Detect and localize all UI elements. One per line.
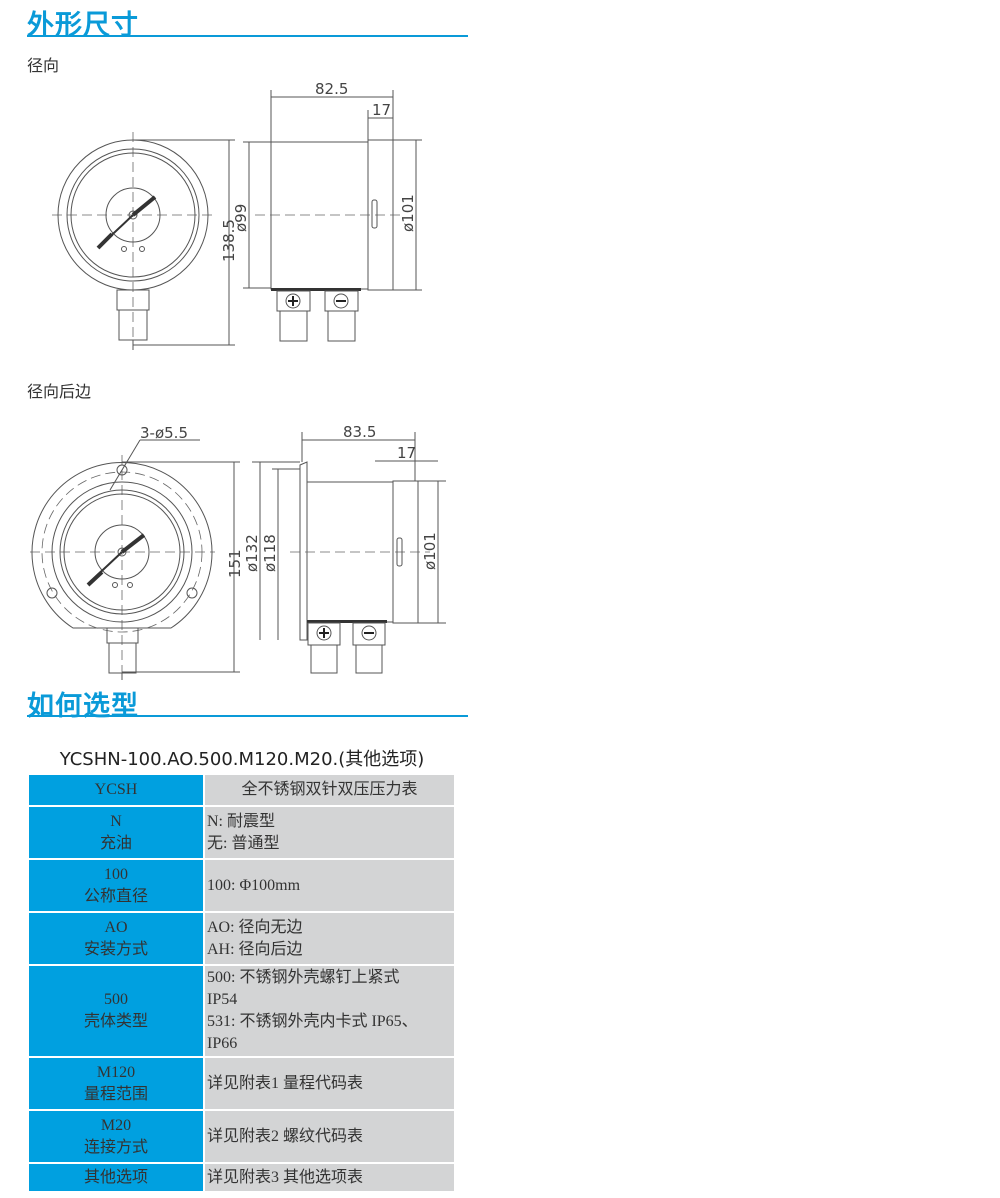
option-code-cell: M20 连接方式	[27, 1109, 205, 1164]
option-description-cell: 详见附表3 其他选项表	[203, 1162, 456, 1193]
option-description-text: 100: Φ100mm	[207, 876, 301, 894]
option-description-text: IP54	[207, 991, 238, 1008]
ring-diameter-dimension: ø101	[421, 532, 439, 570]
option-description-cell: 100: Φ100mm	[203, 858, 456, 913]
option-code-text: AO	[104, 918, 128, 936]
table-row: 其他选项 详见附表3 其他选项表	[27, 1162, 456, 1193]
bolt-circle-dimension: ø118	[261, 534, 279, 572]
view-label-radial: 径向	[27, 56, 60, 75]
mounting-holes-dimension: 3-ø5.5	[140, 424, 188, 442]
option-description-text: 详见附表3 其他选项表	[207, 1168, 364, 1186]
table-row: 100 公称直径 100: Φ100mm	[27, 858, 456, 913]
option-code-cell: N 充油	[27, 805, 205, 860]
table-row: M120 量程范围 详见附表1 量程代码表	[27, 1056, 456, 1111]
option-description-text: 全不锈钢双针双压压力表	[241, 781, 418, 798]
option-code-text: 连接方式	[83, 1138, 148, 1156]
table-row: N 充油 N: 耐震型无: 普通型	[27, 805, 456, 860]
side-view: 82.5 17 ø99 ø101	[232, 80, 422, 342]
title-underline	[27, 35, 468, 37]
ring-dimension: 17	[372, 101, 391, 119]
option-description-text: N: 耐震型	[207, 812, 276, 830]
option-description-text: AO: 径向无边	[207, 918, 303, 936]
table-row: 500 壳体类型 500: 不锈钢外壳螺钉上紧式 IP54 531: 不锈钢外壳内卡式 …	[27, 964, 456, 1058]
option-code-text: 500	[104, 991, 128, 1008]
option-description-cell: AO: 径向无边 AH: 径向后边	[203, 911, 456, 966]
option-code-text: YCSH	[94, 781, 138, 798]
ring-dimension: 17	[397, 444, 416, 462]
ring-diameter-dimension: ø101	[399, 194, 417, 232]
option-code-text: 其他选项	[83, 1168, 148, 1186]
option-code-cell: 100 公称直径	[27, 858, 205, 913]
option-code-text: 充油	[99, 834, 132, 852]
radial-rear-gauge-drawing: 3-ø5.5 151 83.5 17 ø132 ø118 ø101	[30, 423, 446, 680]
height-dimension: 138.5	[220, 219, 238, 262]
option-code-text: N	[110, 812, 122, 830]
table-row: AO 安装方式 AO: 径向无边 AH: 径向后边	[27, 911, 456, 966]
option-code-text: 公称直径	[83, 887, 148, 905]
flange-diameter-dimension: ø132	[243, 534, 261, 572]
option-description-text: 无: 普通型	[207, 834, 280, 852]
option-description-cell: 全不锈钢双针双压压力表	[203, 773, 456, 807]
option-description-cell: N: 耐震型无: 普通型	[203, 805, 456, 860]
option-description-text: 500: 不锈钢外壳螺钉上紧式	[207, 969, 400, 986]
option-code-text: M120	[96, 1063, 136, 1081]
option-description-cell: 详见附表1 量程代码表	[203, 1056, 456, 1111]
option-code-cell: M120 量程范围	[27, 1056, 205, 1111]
option-description-cell: 500: 不锈钢外壳螺钉上紧式 IP54 531: 不锈钢外壳内卡式 IP65、 IP…	[203, 964, 456, 1058]
option-code-text: 量程范围	[83, 1085, 148, 1103]
body-diameter-dimension: ø99	[232, 204, 250, 232]
option-description-cell: 详见附表2 螺纹代码表	[203, 1109, 456, 1164]
table-row: M20 连接方式 详见附表2 螺纹代码表	[27, 1109, 456, 1164]
option-description-text: 详见附表1 量程代码表	[207, 1074, 364, 1092]
option-description-text: AH: 径向后边	[207, 940, 303, 958]
section-title-selection: 如何选型	[27, 691, 139, 722]
model-code: YCSHN-100.AO.500.M120.M20.(其他选项)	[59, 749, 425, 770]
width-dimension: 83.5	[343, 423, 376, 441]
option-description-text: 详见附表2 螺纹代码表	[207, 1127, 364, 1145]
radial-gauge-drawing: 138.5 82.5 17 ø99 ø101	[52, 80, 422, 350]
height-dimension: 151	[226, 549, 244, 578]
title-underline	[27, 715, 468, 717]
option-code-cell: YCSH	[27, 773, 205, 807]
option-code-text: 100	[104, 865, 128, 883]
front-view: 138.5	[52, 132, 238, 350]
option-code-cell: AO 安装方式	[27, 911, 205, 966]
side-view: 83.5 17 ø132 ø118 ø101	[243, 423, 446, 674]
front-view: 3-ø5.5 151	[30, 424, 244, 680]
option-code-text: M20	[100, 1116, 132, 1134]
option-code-cell: 500 壳体类型	[27, 964, 205, 1058]
option-description-text: 531: 不锈钢外壳内卡式 IP65、	[207, 1013, 418, 1030]
view-label-radial-rear: 径向后边	[27, 382, 92, 401]
option-description-text: IP66	[207, 1035, 238, 1052]
option-code-cell: 其他选项	[27, 1162, 205, 1193]
table-row: YCSH 全不锈钢双针双压压力表	[27, 773, 456, 807]
width-dimension: 82.5	[315, 80, 348, 98]
option-code-text: 安装方式	[83, 940, 148, 958]
option-code-text: 壳体类型	[83, 1013, 148, 1030]
